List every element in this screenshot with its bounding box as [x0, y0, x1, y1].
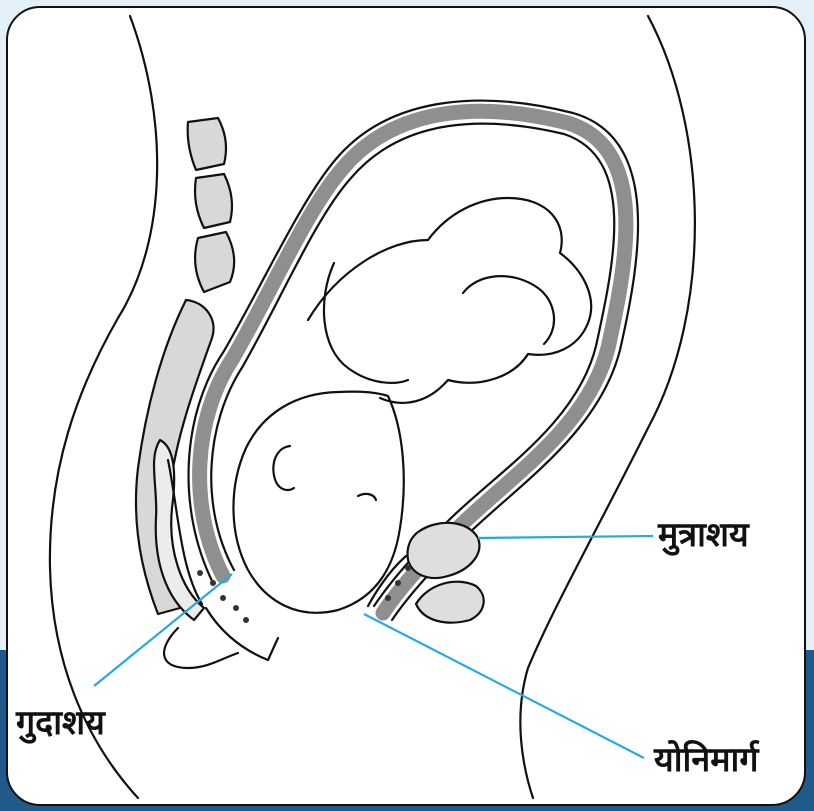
- bladder-leader-line: [478, 536, 653, 538]
- fetus-mouth: [358, 494, 376, 500]
- fetus-head: [233, 392, 403, 613]
- bladder-label: मुत्राशय: [658, 510, 749, 556]
- perineum: [206, 608, 278, 660]
- rectum-label: गुदाशय: [16, 698, 105, 744]
- uterine-wall-inner: [211, 124, 614, 606]
- fetus-ear: [273, 446, 294, 490]
- spine-vertebrae: [188, 118, 235, 292]
- pubic-bone: [416, 582, 484, 623]
- back-outline: [50, 16, 157, 798]
- pregnancy-cross-section-diagram: [8, 8, 804, 804]
- vagina-leader-line: [364, 614, 644, 758]
- bladder: [407, 523, 479, 578]
- diagram-card: मुत्राशय गुदाशय योनिमार्ग: [6, 6, 806, 806]
- fetus-arm: [463, 276, 554, 344]
- fetus-leg: [324, 263, 408, 383]
- vagina-label: योनिमार्ग: [654, 735, 758, 781]
